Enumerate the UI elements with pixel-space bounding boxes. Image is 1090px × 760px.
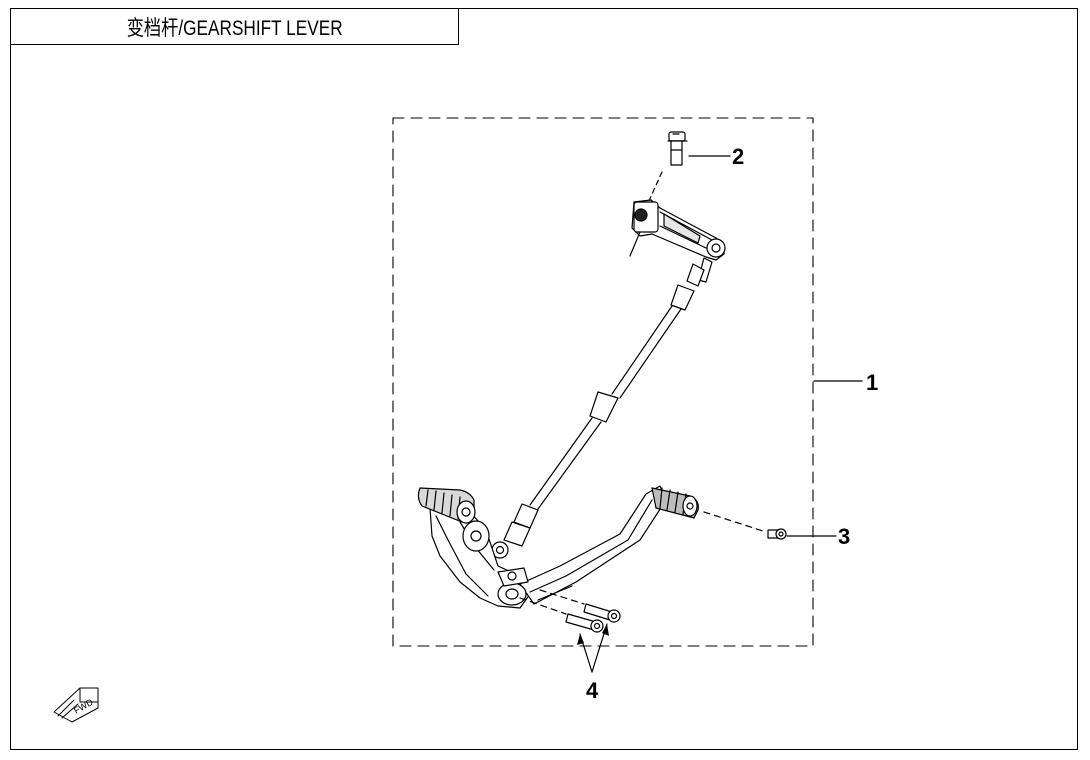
title-box: 变档杆/GEARSHIFT LEVER [10,8,459,45]
centerline-4a [519,597,567,615]
callout-3: 3 [838,524,850,549]
fwd-arrow-icon: FWD [53,687,99,723]
part-4-bolts [565,603,621,633]
gearshift-pedal [417,485,699,609]
assembly-boundary [392,117,814,647]
centerline-4b [539,589,585,605]
part-2-bolt [667,131,688,166]
part-3-bolt [767,528,787,540]
callout-2: 2 [732,144,744,169]
shift-arm [629,199,726,261]
callout-4: 4 [586,678,599,703]
toe-grip [651,487,699,519]
centerline-3 [703,511,767,533]
callout-1: 1 [866,370,878,395]
heel-grip [417,487,476,524]
linkage-rod [491,257,713,559]
page-title: 变档杆/GEARSHIFT LEVER [126,16,343,40]
drawing-frame [10,8,1078,750]
centerline-2 [647,171,663,204]
